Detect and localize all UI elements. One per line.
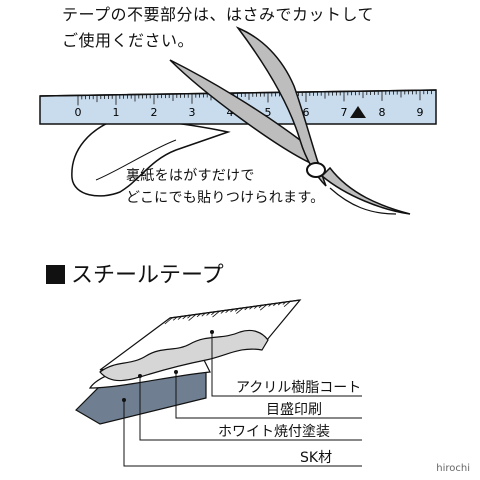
diagram-tick: [172, 317, 178, 321]
tape-numbers: 0 1 2 3 4 5 6 7 8 9: [75, 106, 424, 119]
tape-number: 5: [265, 106, 272, 119]
diagram-tick: [277, 301, 282, 306]
leader-lines: [123, 332, 362, 467]
diagram-tick: [196, 313, 201, 318]
diagram-tick: [258, 304, 263, 309]
section-title: スチールテープ: [46, 262, 224, 290]
diagram-tick: [273, 302, 278, 307]
diagram-tick: [206, 312, 211, 316]
diagram-tick: [249, 305, 254, 310]
diagram-tick: [234, 308, 240, 312]
tape-number: 0: [75, 106, 82, 119]
acrylic-coat-layer: [99, 329, 269, 382]
diagram-tick: [177, 316, 182, 320]
layer-label-scale-print: 目盛印刷: [266, 402, 322, 418]
diagram-tick: [236, 307, 244, 314]
layer-label-sk-steel: SK材: [300, 450, 333, 466]
diagram-tick: [188, 314, 197, 321]
tape-number: 1: [113, 106, 120, 119]
tape-scissors-illustration: 0 1 2 3 4 5 6 7 8 9: [39, 26, 437, 215]
diagram-tick: [201, 312, 206, 317]
tape-number: 9: [417, 106, 424, 119]
tape-tick-marks: [77, 90, 432, 106]
diagram-tick: [211, 311, 216, 316]
tape-number: 3: [189, 106, 196, 119]
triangle-marker: [350, 106, 366, 118]
section-title-text: スチールテープ: [71, 263, 224, 288]
diagram-tick: [230, 308, 235, 313]
peel-caption: 裏紙をはがすだけで どこにでも貼りつけられます。: [126, 165, 325, 209]
diagram-tick: [220, 310, 225, 314]
diagram-tick-marks: [164, 300, 292, 325]
diagram-tick: [259, 303, 268, 311]
top-caption: テープの不要部分は、はさみでカットして ご使用ください。: [62, 2, 472, 54]
diagram-tick: [282, 301, 287, 305]
diagram-tick: [164, 317, 173, 325]
peel-caption-line2: どこにでも貼りつけられます。: [126, 190, 325, 206]
tape-number: 8: [379, 106, 386, 119]
layer-label-acrylic: アクリル樹脂コート: [236, 380, 362, 396]
diagram-tick: [187, 314, 192, 319]
scissors-icon: [169, 26, 411, 215]
backing-paper: [71, 117, 231, 197]
top-caption-line2: ご使用ください。: [62, 31, 195, 50]
peel-caption-line1: 裏紙をはがすだけで: [126, 168, 255, 184]
tape-number: 6: [303, 106, 310, 119]
diagram-tick: [244, 306, 249, 311]
watermark: hirochi: [436, 463, 470, 474]
layer-label-white-coating: ホワイト焼付塗装: [218, 424, 330, 440]
tape-number: 2: [151, 106, 158, 119]
diagram-tick: [253, 305, 259, 309]
top-caption-line1: テープの不要部分は、はさみでカットして: [62, 5, 375, 24]
diagram-tick: [268, 303, 273, 307]
black-square-icon: [46, 265, 65, 284]
tape-number: 4: [227, 106, 234, 119]
diagram-tick: [212, 310, 220, 318]
tape-number: 7: [341, 106, 348, 119]
diagram-tick: [283, 300, 292, 307]
diagram-tick: [182, 315, 187, 320]
diagram-tick: [225, 309, 230, 313]
